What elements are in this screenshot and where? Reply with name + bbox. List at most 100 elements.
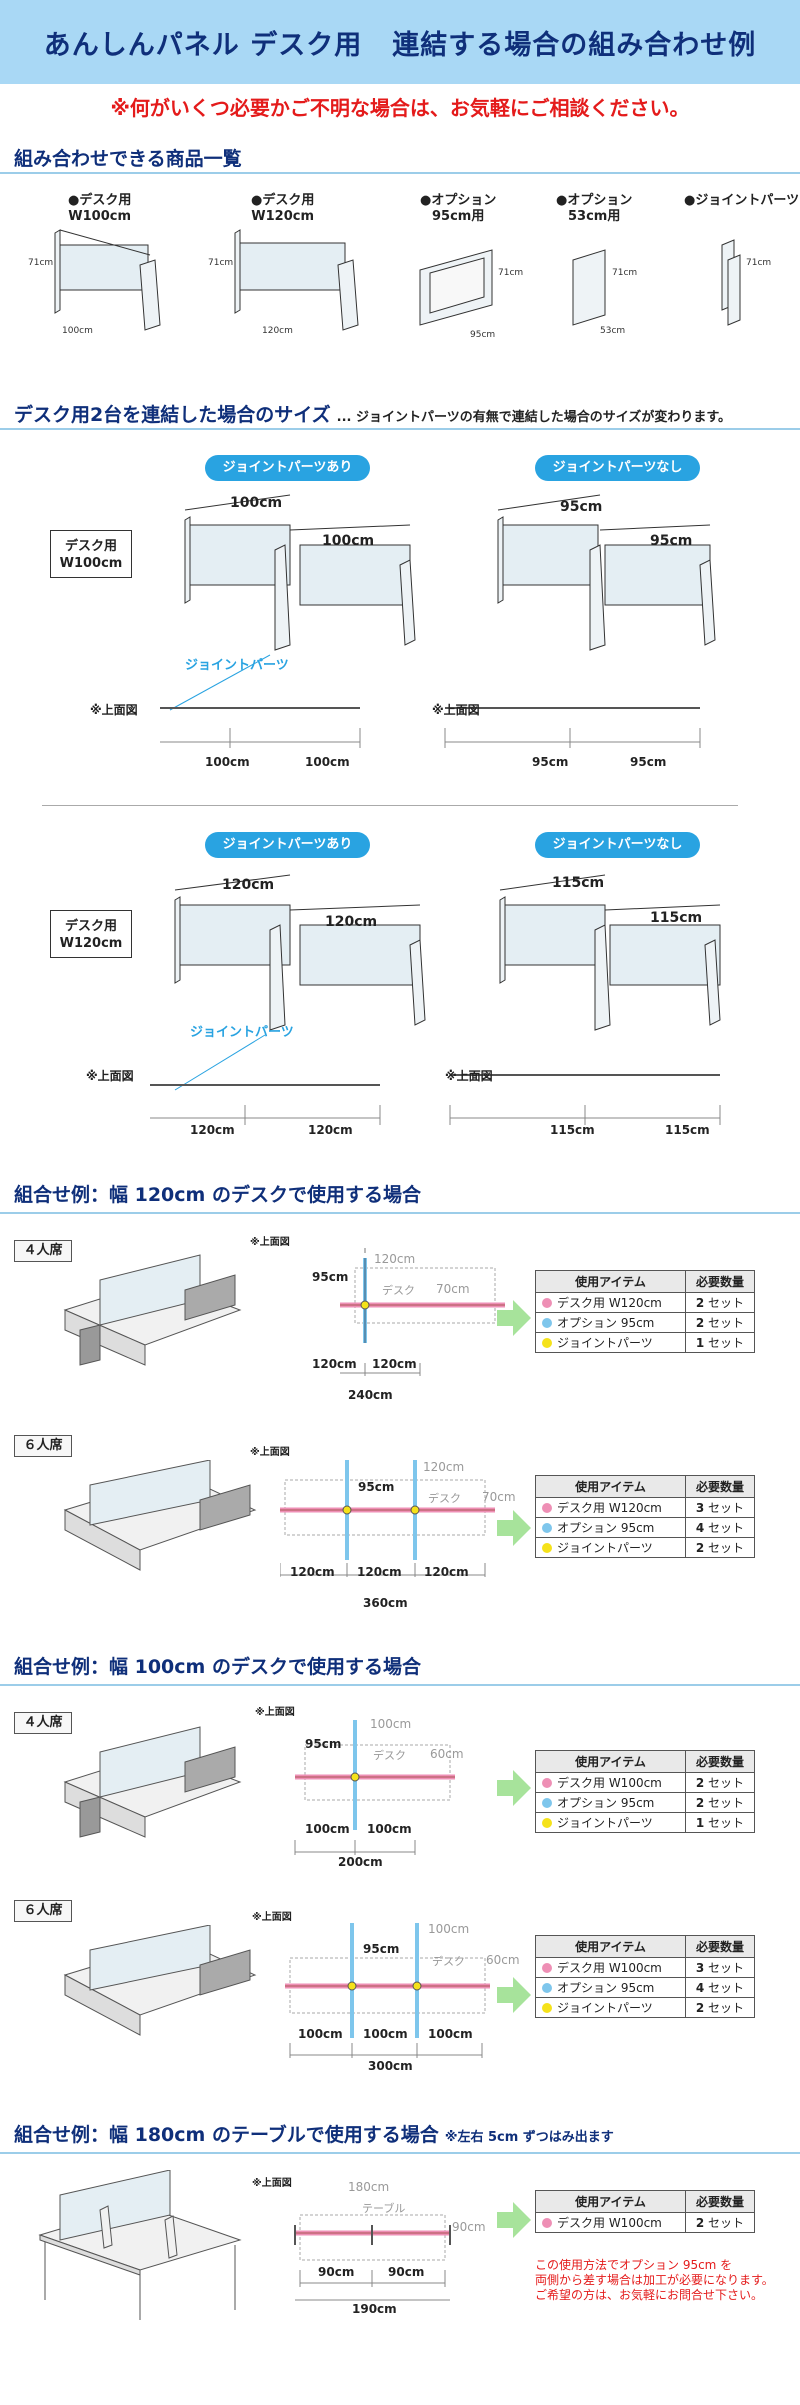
product-size: W100cm [68, 209, 132, 224]
th-item: 使用アイテム [535, 1935, 686, 1958]
ex180-heading-text: 組合せ例：幅 180cm のテーブルで使用する場合 [14, 2124, 439, 2146]
panel-dim: 180cm [348, 2180, 390, 2194]
option-dim: 95cm [312, 1270, 349, 1284]
product-label: ●ジョイントパーツ [684, 193, 800, 208]
panel-leg [54, 229, 61, 314]
depth-dim: 70cm [482, 1490, 516, 1504]
consult-notice: ※何がいくつ必要かご不明な場合は、お気軽にご相談ください。 [110, 96, 690, 120]
th-qty: 必要数量 [684, 2190, 756, 2213]
arrow-right-icon [497, 1770, 531, 1806]
top-view-diagram [340, 1248, 505, 1376]
segment-dim: 120cm [372, 1357, 417, 1371]
row-unit: セット [708, 1296, 745, 1310]
row-unit: セット [708, 1961, 745, 1975]
height-label: 71cm [208, 258, 233, 268]
th-item: 使用アイテム [535, 1475, 686, 1498]
pill-without-joint: ジョイントパーツなし [535, 455, 700, 481]
pill-with-joint: ジョイントパーツあり [205, 455, 370, 481]
dim-label: 95cm [560, 499, 603, 515]
row-qty: 2 [695, 2001, 705, 2015]
desk-label: デスク [432, 1955, 465, 1968]
product-option-95: ●オプション 95cm用 [420, 193, 496, 225]
top-view-label: ※上面図 [252, 2178, 292, 2189]
top-view-diagram [280, 1460, 495, 1577]
office-illustration [63, 1254, 242, 1366]
size-diagram-w100 [160, 494, 716, 748]
top-view-label: ※上面図 [90, 703, 138, 717]
ex120-heading: 組合せ例：幅 120cm のデスクで使用する場合 [14, 1184, 421, 1206]
table-illustration [38, 2170, 242, 2320]
row-qty: 2 [695, 1541, 705, 1555]
row-name: ジョイントパーツ [557, 1541, 653, 1555]
option-dim: 95cm [358, 1480, 395, 1494]
dim-label: 120cm [308, 1123, 353, 1137]
row-name: デスク用 W100cm [557, 1961, 662, 1975]
panel-leg [234, 229, 241, 314]
row-name: ジョイントパーツ [557, 1816, 653, 1830]
sizes-heading: デスク用2台を連結した場合のサイズ ... ジョイントパーツの有無で連結した場合の… [14, 400, 731, 427]
total-dim: 360cm [363, 1596, 408, 1610]
row-qty: 2 [695, 1796, 705, 1810]
panel-leg [337, 259, 359, 331]
ex100-heading: 組合せ例：幅 100cm のデスクで使用する場合 [14, 1656, 421, 1678]
row-name: ジョイントパーツ [557, 2001, 653, 2015]
seat-count-label: ６人席 [14, 1435, 72, 1457]
pink-dot [542, 1778, 552, 1788]
blue-dot [542, 1523, 552, 1533]
th-item: 使用アイテム [535, 1270, 686, 1293]
total-dim: 240cm [348, 1388, 393, 1402]
row-unit: セット [708, 1776, 745, 1790]
total-dim: 300cm [368, 2059, 413, 2073]
panel-dim: 100cm [428, 1922, 470, 1936]
desk-type-label: デスク用 [64, 539, 117, 554]
desk-type-size: W100cm [59, 556, 123, 571]
row-qty: 3 [695, 1961, 705, 1975]
desk-label: テーブル [362, 2202, 406, 2215]
product-size: 53cm用 [568, 209, 621, 224]
row-qty: 1 [695, 1336, 705, 1350]
ex180-footnote: この使用方法でオプション 95cm を 両側から差す場合は加工が必要になります。… [535, 2258, 774, 2303]
sizes-heading-note: ... ジョイントパーツの有無で連結した場合のサイズが変わります。 [336, 410, 732, 425]
desk-label: デスク [382, 1284, 415, 1297]
th-item: 使用アイテム [535, 1750, 686, 1773]
segment-dim: 100cm [298, 2027, 343, 2041]
seat-count-label: ６人席 [14, 1900, 72, 1922]
segment-dim: 100cm [428, 2027, 473, 2041]
divider [0, 1212, 800, 1214]
product-size: 95cm用 [432, 209, 485, 224]
segment-dim: 100cm [363, 2027, 408, 2041]
product-label: ●オプション [420, 193, 497, 208]
office-illustration [63, 1460, 257, 1571]
row-name: オプション 95cm [557, 1981, 655, 1995]
desk-type-size: W120cm [59, 936, 123, 951]
pill-with-joint: ジョイントパーツあり [205, 832, 370, 858]
row-unit: セット [708, 1501, 745, 1515]
pill-without-joint: ジョイントパーツなし [535, 832, 700, 858]
dim-label: 115cm [550, 1123, 595, 1137]
yellow-dot [542, 1338, 552, 1348]
row-name: オプション 95cm [557, 1521, 655, 1535]
width-label: 95cm [470, 330, 495, 340]
dim-label: 95cm [630, 755, 667, 769]
top-view-label: ※上面図 [252, 1912, 292, 1923]
segment-dim: 90cm [388, 2265, 425, 2279]
pink-dot [542, 1298, 552, 1308]
panel-dim: 120cm [374, 1252, 416, 1266]
panel-leg [139, 259, 161, 331]
width-label: 53cm [600, 326, 625, 336]
option-dim: 95cm [305, 1737, 342, 1751]
office-illustration [63, 1925, 257, 2036]
product-label: ●デスク用 [251, 193, 315, 208]
depth-dim: 60cm [486, 1953, 520, 1967]
top-view-diagram [294, 1720, 455, 1855]
dim-label: 95cm [532, 755, 569, 769]
depth-dim: 70cm [436, 1282, 470, 1296]
desk-type-label: デスク用 [64, 919, 117, 934]
sizes-heading-text: デスク用2台を連結した場合のサイズ [14, 404, 331, 426]
arrow-right-icon [497, 1300, 531, 1336]
segment-dim: 120cm [357, 1565, 402, 1579]
